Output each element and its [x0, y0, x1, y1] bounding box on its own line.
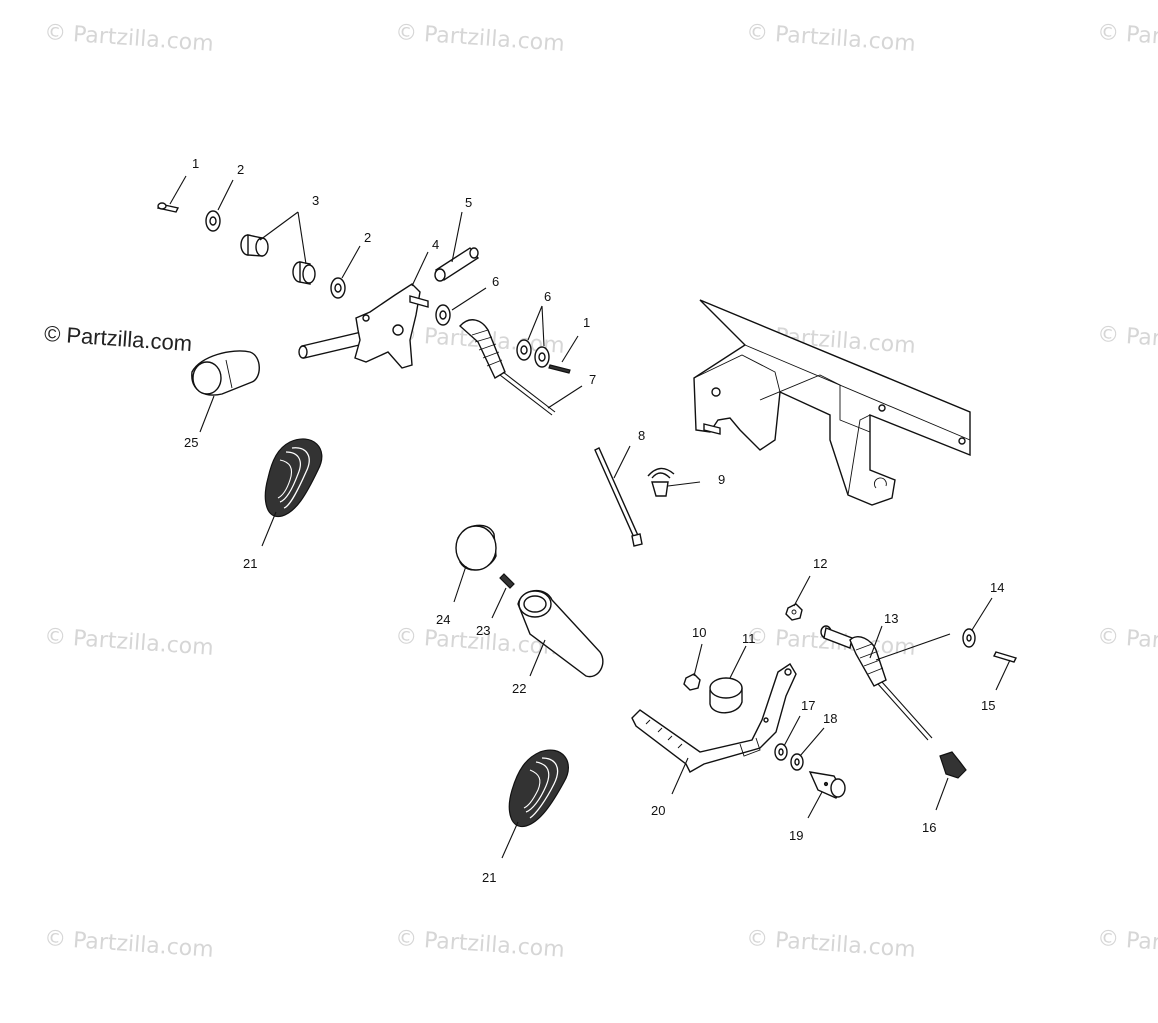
part-4-pivot-plate: [298, 283, 429, 369]
part-2-washer: [205, 210, 221, 232]
part-13-cable: [820, 625, 933, 741]
part-21-grip: [264, 438, 323, 518]
part-10-nut: [683, 673, 701, 691]
part-17-washer: [774, 743, 788, 761]
part-3-bushing: [240, 234, 269, 257]
callout-10: 10: [692, 625, 706, 640]
part-19-bolt: [808, 771, 846, 799]
callout-21: 21: [243, 556, 257, 571]
callout-12: 12: [813, 556, 827, 571]
part-6-washer: [516, 339, 532, 361]
callout-6: 6: [544, 289, 551, 304]
part-6-washer: [534, 346, 550, 368]
callout-18: 18: [823, 711, 837, 726]
callout-7: 7: [589, 372, 596, 387]
part-7-cable: [459, 319, 556, 416]
callout-16: 16: [922, 820, 936, 835]
callout-25: 25: [184, 435, 198, 450]
part-9-clip: [647, 467, 675, 497]
part-24-cap: [455, 524, 497, 571]
callout-20: 20: [651, 803, 665, 818]
part-12-nut: [785, 603, 803, 621]
part-16-wing-nut: [939, 751, 967, 779]
part-14-washer: [962, 628, 976, 648]
callout-19: 19: [789, 828, 803, 843]
callout-1: 1: [192, 156, 199, 171]
part-1-cotter-pin: [548, 364, 571, 374]
callout-8: 8: [638, 428, 645, 443]
part-21-grip: [508, 749, 569, 828]
part-22-handle: [517, 590, 604, 678]
callout-23: 23: [476, 623, 490, 638]
callout-11: 11: [742, 631, 756, 646]
part-11-spacer: [709, 677, 743, 714]
callout-17: 17: [801, 698, 815, 713]
callout-24: 24: [436, 612, 450, 627]
callout-2: 2: [364, 230, 371, 245]
part-23-screw: [499, 573, 515, 589]
callout-1: 1: [583, 315, 590, 330]
leader-lines: [169, 175, 1011, 859]
frame-rail: [693, 299, 971, 506]
callout-13: 13: [884, 611, 898, 626]
part-5-spring: [434, 247, 480, 282]
callout-14: 14: [990, 580, 1004, 595]
callout-9: 9: [718, 472, 725, 487]
callout-5: 5: [465, 195, 472, 210]
part-1-cotter-pin: [156, 202, 180, 213]
callout-labels: 1 2 3 2 4 5 6 6 1 7 8 9 25 21 24 23 22 1…: [184, 156, 1004, 885]
part-6-washer: [435, 304, 451, 326]
part-18-washer: [790, 753, 804, 771]
callout-4: 4: [432, 237, 439, 252]
part-8-rod: [594, 447, 643, 547]
callout-3: 3: [312, 193, 319, 208]
part-25-knob: [191, 350, 260, 396]
callout-6: 6: [492, 274, 499, 289]
callout-21: 21: [482, 870, 496, 885]
part-20-pedal-lever: [631, 663, 797, 773]
part-3-bushing: [292, 261, 316, 285]
part-2-washer: [330, 277, 346, 299]
callout-2: 2: [237, 162, 244, 177]
callout-22: 22: [512, 681, 526, 696]
part-15-clip: [993, 651, 1017, 663]
callout-15: 15: [981, 698, 995, 713]
